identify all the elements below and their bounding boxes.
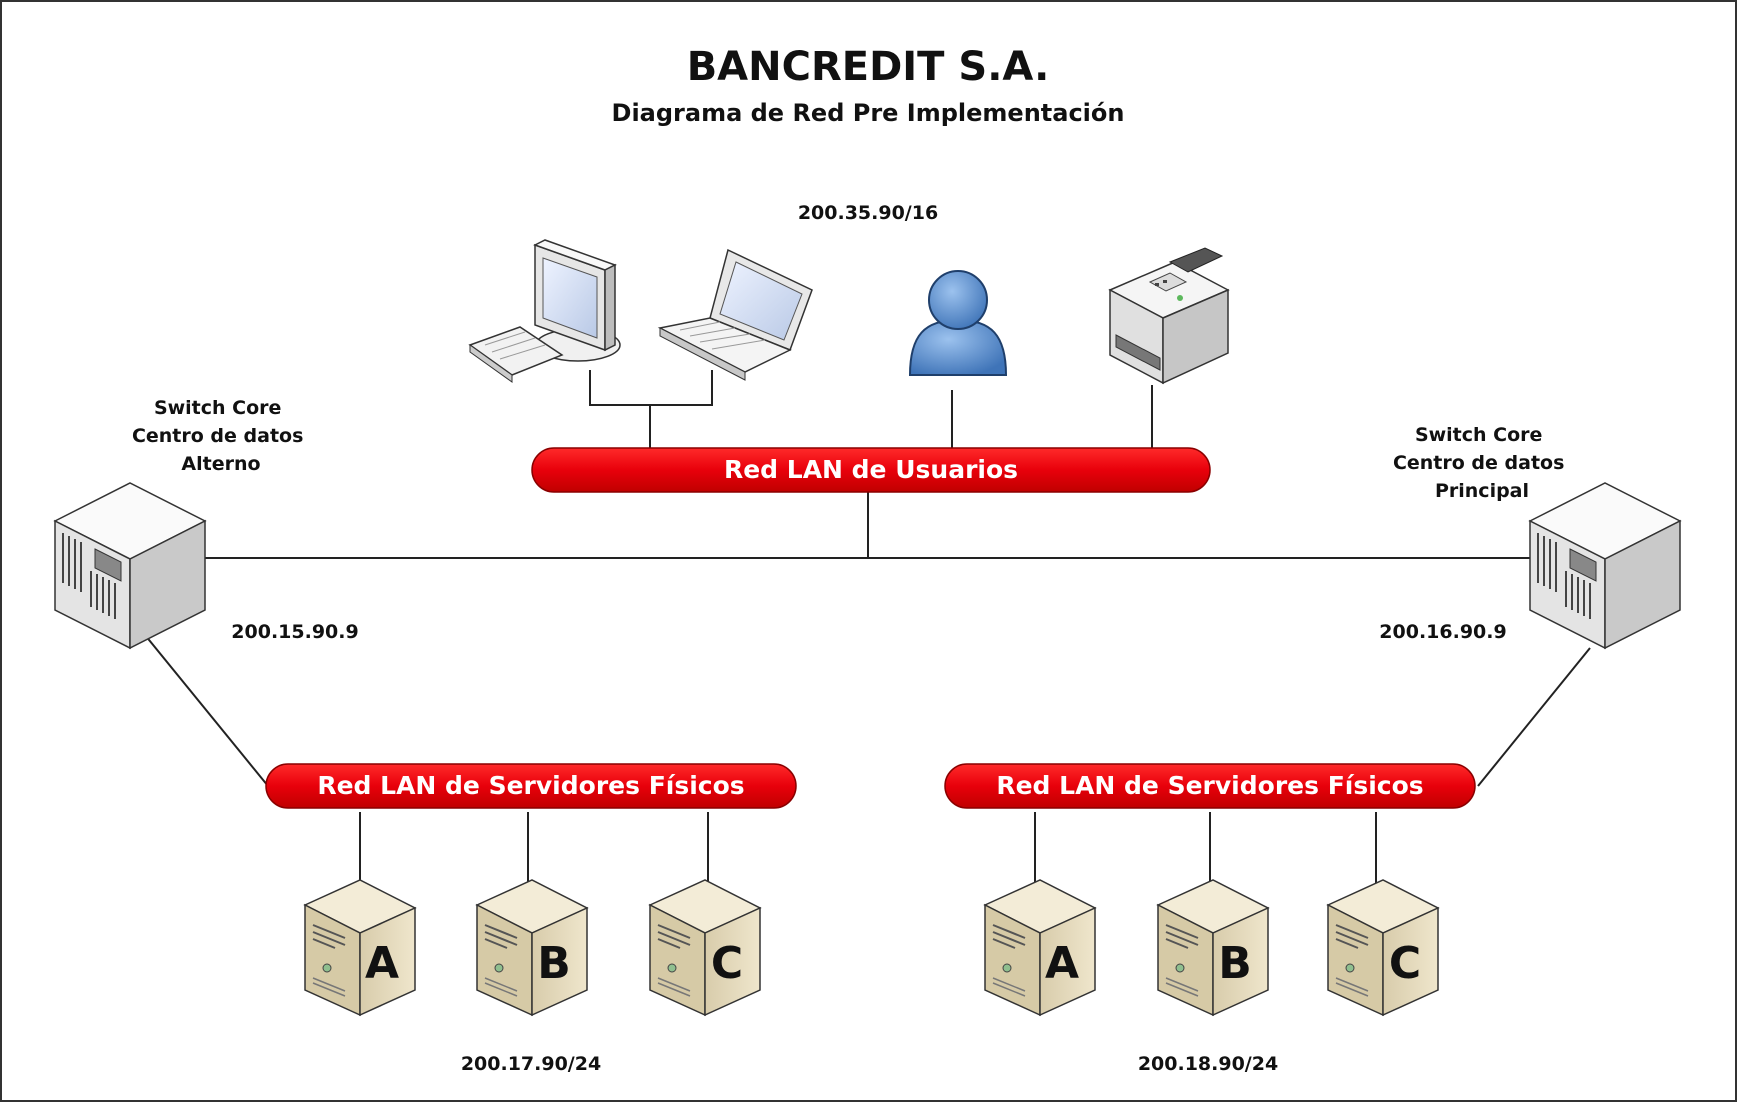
server-lan-left-subnet: 200.17.90/24 xyxy=(461,1053,601,1075)
user-lan-label: Red LAN de Usuarios xyxy=(724,455,1018,484)
svg-text:B: B xyxy=(537,938,571,989)
user-icon xyxy=(908,270,1008,376)
svg-text:C: C xyxy=(1389,938,1421,989)
svg-text:B: B xyxy=(1218,938,1252,989)
server-lan-right-subnet: 200.18.90/24 xyxy=(1138,1053,1278,1075)
svg-text:C: C xyxy=(711,938,743,989)
switch-right-ip: 200.16.90.9 xyxy=(1379,621,1506,643)
laptop-icon xyxy=(657,248,813,381)
server-lan-right-label: Red LAN de Servidores Físicos xyxy=(996,771,1423,800)
svg-text:A: A xyxy=(1045,938,1079,989)
svg-text:A: A xyxy=(365,938,399,989)
switch-right-label: Switch Core Centro de datos Principal xyxy=(1393,424,1571,502)
server-b-left-icon: B xyxy=(476,879,588,1016)
printer-icon xyxy=(1108,247,1230,385)
switch-core-alterno: Switch Core Centro de datos Alterno 200.… xyxy=(54,397,359,649)
page-subtitle: Diagrama de Red Pre Implementación xyxy=(612,99,1125,127)
server-a-left-icon: A xyxy=(304,879,416,1016)
switch-core-principal: Switch Core Centro de datos Principal 20… xyxy=(1379,424,1681,649)
server-c-right-icon: C xyxy=(1327,879,1439,1016)
switch-left-label: Switch Core Centro de datos Alterno xyxy=(132,397,310,475)
page-title: BANCREDIT S.A. xyxy=(687,44,1050,90)
desktop-computer-icon xyxy=(468,239,621,383)
server-lan-left-label: Red LAN de Servidores Físicos xyxy=(317,771,744,800)
user-lan-bus: Red LAN de Usuarios xyxy=(531,447,1211,493)
server-lan-right: Red LAN de Servidores Físicos A B C 200.… xyxy=(944,763,1476,1075)
switch-right-icon xyxy=(1529,482,1681,649)
server-a-right-icon: A xyxy=(984,879,1096,1016)
switch-left-icon xyxy=(54,482,206,649)
connection-lines xyxy=(144,370,1591,885)
user-subnet-label: 200.35.90/16 xyxy=(798,202,938,224)
switch-left-ip: 200.15.90.9 xyxy=(231,621,358,643)
server-b-right-icon: B xyxy=(1157,879,1269,1016)
server-lan-left: Red LAN de Servidores Físicos A B C 200.… xyxy=(265,763,797,1075)
server-c-left-icon: C xyxy=(649,879,761,1016)
